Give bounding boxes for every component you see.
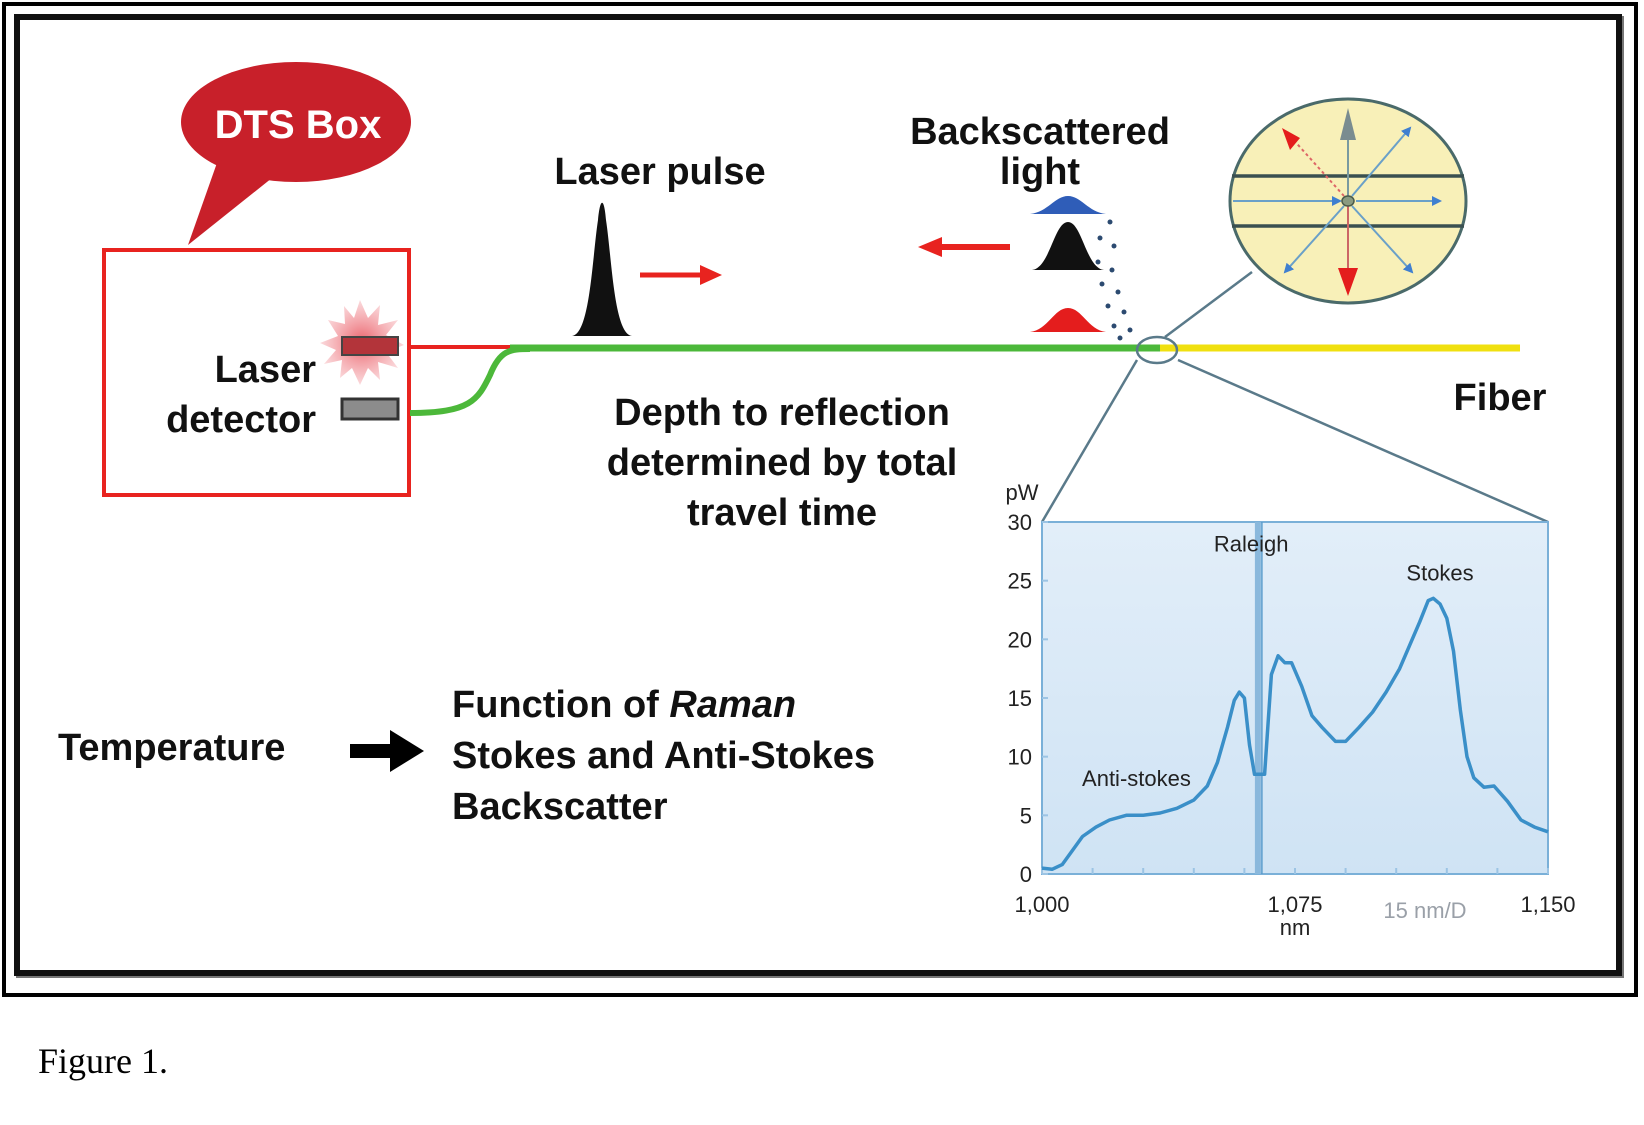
annotation-anti-stokes: Anti-stokes (1082, 766, 1191, 791)
x-tick-label: 1,075 (1267, 892, 1322, 917)
depth-text-line1: Depth to reflection (614, 392, 950, 434)
rayleigh-line (1254, 522, 1261, 874)
x-axis-label: nm (1280, 915, 1311, 940)
y-axis-label: pW (1006, 480, 1039, 505)
zoom-connector-left (1040, 359, 1139, 523)
dts-box-bubble: DTS Box (181, 62, 411, 245)
fiber-cross-section-icon (1228, 97, 1468, 305)
y-tick-label: 20 (1008, 627, 1032, 652)
y-tick-label: 25 (1008, 569, 1032, 594)
backscattered-label-line2: light (1000, 151, 1081, 193)
spectrum-line (1041, 596, 1549, 872)
stokes-pulse-icon (1030, 308, 1106, 332)
zoom-connector-right (1177, 358, 1549, 524)
temperature-label: Temperature (58, 727, 285, 769)
depth-text-line2: determined by total (607, 442, 958, 484)
zoom-connector-upper (1164, 270, 1253, 339)
backward-arrow-icon (918, 237, 1010, 257)
y-tick-label: 15 (1008, 686, 1032, 711)
scatter-dots (1095, 219, 1133, 341)
rayleigh-pulse-icon (1032, 222, 1104, 270)
detector-return-fiber (409, 346, 531, 416)
figure-caption: Figure 1. (38, 1041, 168, 1081)
backscattered-label-line1: Backscattered (910, 111, 1170, 153)
anti-stokes-pulse-icon (1030, 196, 1106, 214)
annotation-raleigh: Raleigh (1214, 531, 1289, 556)
x-tick-label: 1,150 (1520, 892, 1575, 917)
y-tick-label: 10 (1008, 745, 1032, 770)
dts-box-label: DTS Box (215, 103, 382, 147)
function-text-line1: Function of Raman (452, 684, 796, 726)
dts-diagram: DTS Box Laser detector Laser pulse Backs… (58, 62, 1576, 940)
spectrum-chart: 0 5 10 15 20 25 30 1,000 1,075 1,150 RaleighStok… (1006, 358, 1576, 940)
y-tick-label: 30 (1008, 510, 1032, 535)
laser-emitter-icon (320, 300, 404, 385)
y-tick-label: 5 (1020, 803, 1032, 828)
detector-icon (340, 397, 400, 421)
laser-label: Laser (215, 349, 317, 391)
function-text-line3: Backscatter (452, 786, 668, 828)
fiber-label: Fiber (1454, 377, 1547, 419)
scale-note: 15 nm/D (1383, 898, 1466, 923)
dts-box (102, 248, 411, 497)
detector-label: detector (166, 399, 316, 441)
laser-pulse-label: Laser pulse (554, 151, 765, 193)
function-text-line2: Stokes and Anti-Stokes (452, 735, 875, 777)
forward-arrow-icon (640, 265, 722, 285)
y-tick-label: 0 (1020, 862, 1032, 887)
zoom-spot-icon (1135, 335, 1179, 365)
raman-italic: Raman (669, 684, 796, 726)
laser-pulse-icon (572, 202, 632, 336)
x-tick-label: 1,000 (1014, 892, 1069, 917)
annotation-stokes: Stokes (1406, 561, 1473, 586)
relation-arrow-icon (350, 730, 424, 772)
depth-text-line3: travel time (687, 492, 877, 534)
